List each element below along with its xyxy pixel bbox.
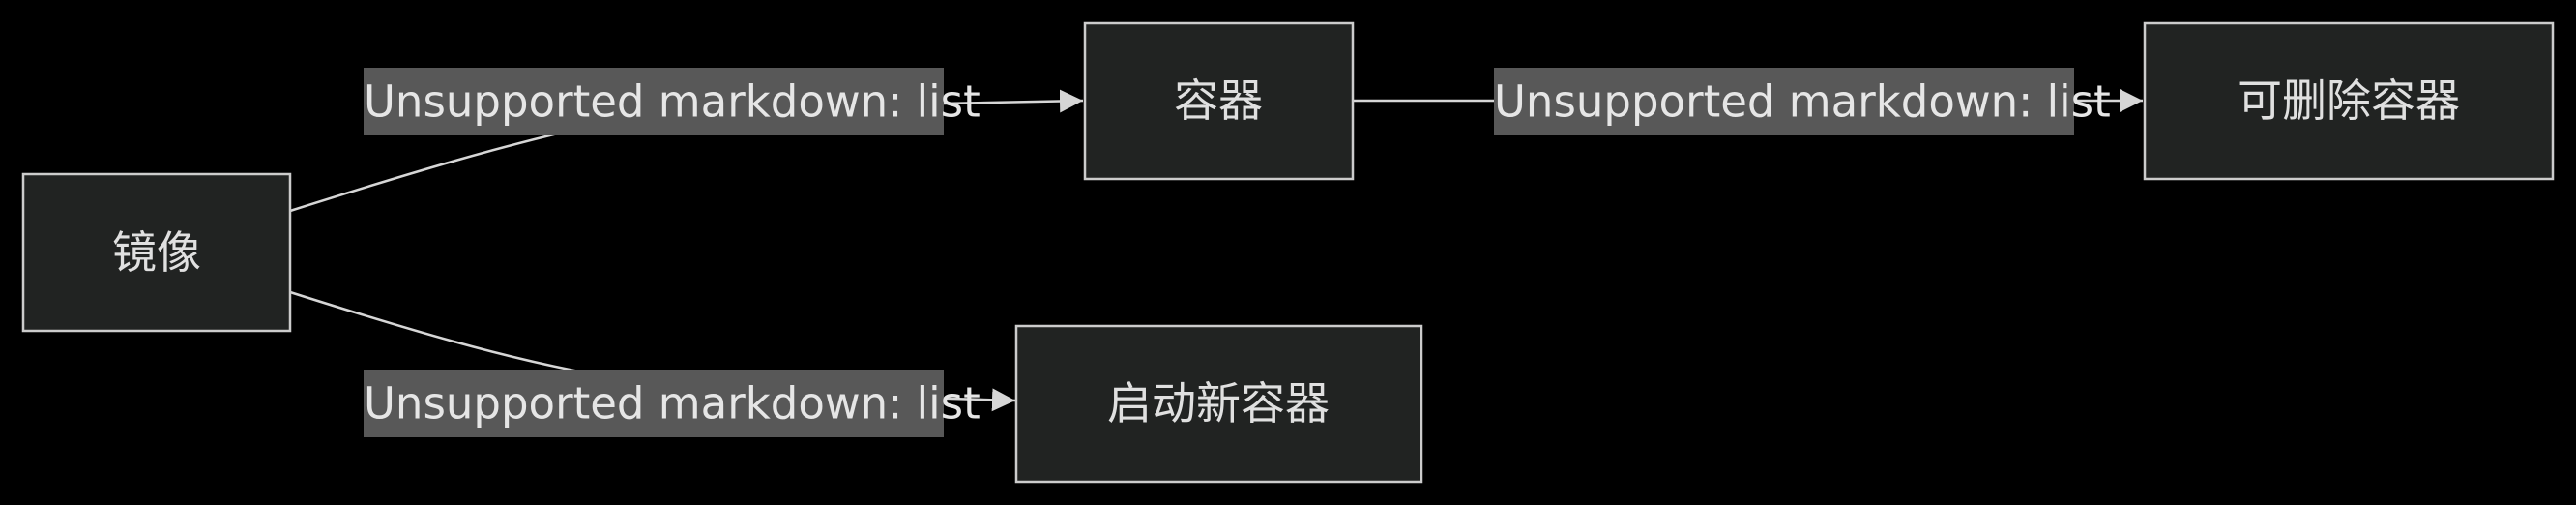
svg-text:Unsupported markdown: list: Unsupported markdown: list bbox=[364, 76, 981, 128]
node-deletable-container[interactable]: 可删除容器 bbox=[2143, 21, 2555, 181]
svg-text:容器: 容器 bbox=[1174, 74, 1263, 127]
svg-text:Unsupported markdown: list: Unsupported markdown: list bbox=[1494, 76, 2111, 128]
node-container[interactable]: 容器 bbox=[1083, 21, 1355, 181]
svg-text:镜像: 镜像 bbox=[112, 226, 201, 279]
node-start-new-container[interactable]: 启动新容器 bbox=[1014, 324, 1423, 484]
edge-label-container-to-deletable: Unsupported markdown: list bbox=[1494, 68, 2111, 135]
edge-label-image-to-new-container: Unsupported markdown: list bbox=[364, 370, 981, 437]
edge-label-image-to-container: Unsupported markdown: list bbox=[364, 68, 981, 135]
node-image[interactable]: 镜像 bbox=[21, 172, 292, 333]
svg-text:可删除容器: 可删除容器 bbox=[2238, 74, 2460, 127]
svg-text:启动新容器: 启动新容器 bbox=[1107, 377, 1330, 430]
svg-text:Unsupported markdown: list: Unsupported markdown: list bbox=[364, 378, 981, 430]
